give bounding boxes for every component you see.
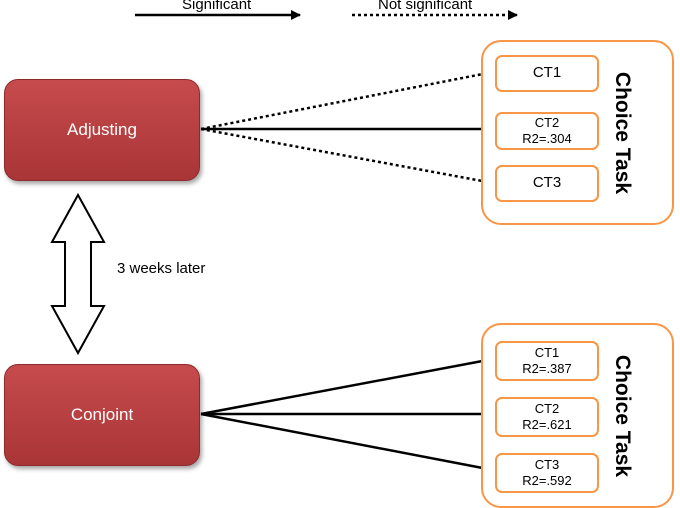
legend-not-significant-label: Not significant xyxy=(378,0,473,13)
adjusting-ct3-box: CT3 xyxy=(495,165,599,202)
ct-name: CT2 xyxy=(534,114,560,130)
adjusting-ct2-box: CT2 R2=.304 xyxy=(495,112,599,150)
conjoint-ct1-box: CT1 R2=.387 xyxy=(495,341,599,381)
conjoint-label: Conjoint xyxy=(70,405,134,424)
arrow-conjoint-ct1 xyxy=(200,355,494,416)
adjusting-group-title: Choice Task xyxy=(611,71,634,194)
ct-name: CT1 xyxy=(532,64,562,82)
ct-name: CT2 xyxy=(534,400,560,416)
legend-significant-label: Significant xyxy=(182,0,252,13)
conjoint-box: Conjoint xyxy=(4,364,200,466)
arrow-conjoint-ct3 xyxy=(200,412,494,474)
conjoint-ct2-box: CT2 R2=.621 xyxy=(495,397,599,437)
ct-r2-value: R2=.592 xyxy=(522,473,572,488)
adjusting-box: Adjusting xyxy=(4,79,200,181)
ct-r2-value: R2=.304 xyxy=(522,131,572,146)
ct-name: CT3 xyxy=(532,174,562,192)
ct-name: CT3 xyxy=(534,456,560,472)
interval-label: 3 weeks later xyxy=(117,260,206,277)
arrow-adjusting-ct1 xyxy=(200,68,494,131)
ct-name: CT1 xyxy=(534,344,560,360)
conjoint-ct3-box: CT3 R2=.592 xyxy=(495,453,599,493)
arrow-adjusting-ct3 xyxy=(200,127,494,187)
adjusting-ct1-box: CT1 xyxy=(495,55,599,92)
adjusting-label: Adjusting xyxy=(67,120,137,139)
double-arrow-icon xyxy=(50,192,106,356)
ct-r2-value: R2=.621 xyxy=(522,417,572,432)
ct-r2-value: R2=.387 xyxy=(522,361,572,376)
conjoint-group-title: Choice Task xyxy=(611,354,634,477)
